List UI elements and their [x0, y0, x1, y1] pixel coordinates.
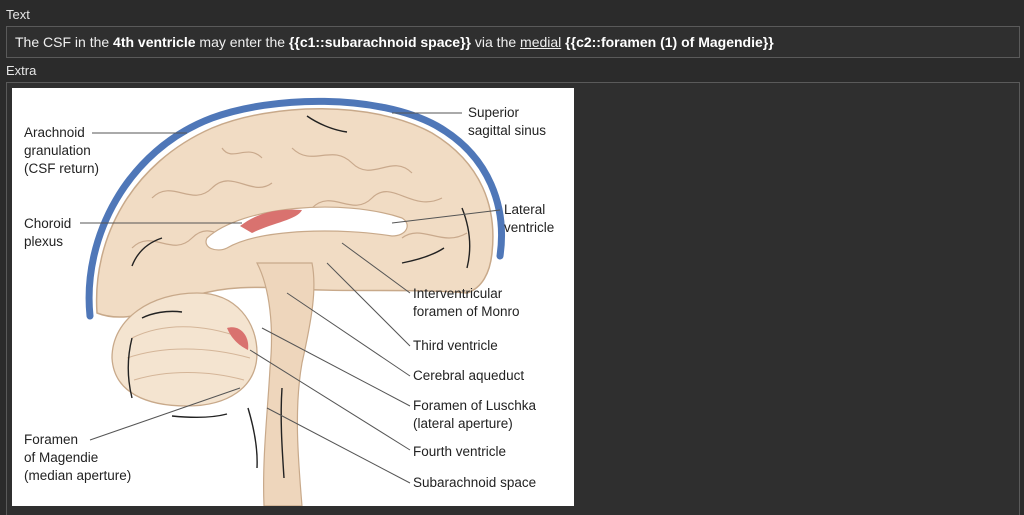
leader-lines [80, 112, 501, 484]
cerebellum-folia [126, 326, 251, 381]
label-superior: Superior [468, 105, 520, 120]
label-foramen-luschka: Foramen of Luschka [413, 398, 537, 413]
text-segment: The CSF in the [15, 34, 114, 50]
text-field-label: Text [6, 7, 30, 22]
label-cerebral-aqueduct: Cerebral aqueduct [413, 368, 524, 383]
text-segment: via the [471, 34, 521, 50]
cloze-c1: {{c1::subarachnoid space}} [288, 34, 471, 50]
csf-flow-arrows [127, 115, 471, 479]
text-segment: may enter the [195, 34, 289, 50]
label-csf-return: (CSF return) [24, 161, 99, 176]
cloze-c2: {{c2::foramen (1) of Magendie}} [565, 34, 774, 50]
choroid-plexus-shape [240, 209, 302, 233]
label-lateral: Lateral [504, 202, 545, 217]
label-foramen: Foramen [24, 432, 78, 447]
label-ventricle: ventricle [504, 220, 554, 235]
label-choroid: Choroid [24, 216, 71, 231]
fourth-ventricle-choroid [227, 327, 249, 350]
sagittal-sinus [85, 97, 505, 320]
brainstem-shape [256, 262, 315, 506]
label-foramen-monro: foramen of Monro [413, 304, 520, 319]
label-third-ventricle: Third ventricle [413, 338, 498, 353]
label-interventricular: Interventricular [413, 286, 503, 301]
label-of-magendie: of Magendie [24, 450, 98, 465]
text-bold-segment: 4th ventricle [113, 34, 196, 50]
brain-sagittal-illustration: Superior sagittal sinus Arachnoid granul… [24, 97, 554, 506]
extra-field-label: Extra [6, 63, 37, 78]
extra-field-editor[interactable]: Superior sagittal sinus Arachnoid granul… [6, 82, 1020, 515]
label-fourth-ventricle: Fourth ventricle [413, 444, 506, 459]
label-granulation: granulation [24, 143, 91, 158]
label-sagittal-sinus: sagittal sinus [468, 123, 546, 138]
text-underline-segment: medial [520, 34, 562, 50]
csf-flow-diagram: Superior sagittal sinus Arachnoid granul… [12, 88, 574, 506]
label-lateral-aperture: (lateral aperture) [413, 416, 513, 431]
label-plexus: plexus [24, 234, 63, 249]
label-arachnoid: Arachnoid [24, 125, 85, 140]
label-median-aperture: (median aperture) [24, 468, 131, 483]
label-subarachnoid-space: Subarachnoid space [413, 475, 536, 490]
text-field-editor[interactable]: The CSF in the 4th ventricle may enter t… [6, 26, 1020, 58]
